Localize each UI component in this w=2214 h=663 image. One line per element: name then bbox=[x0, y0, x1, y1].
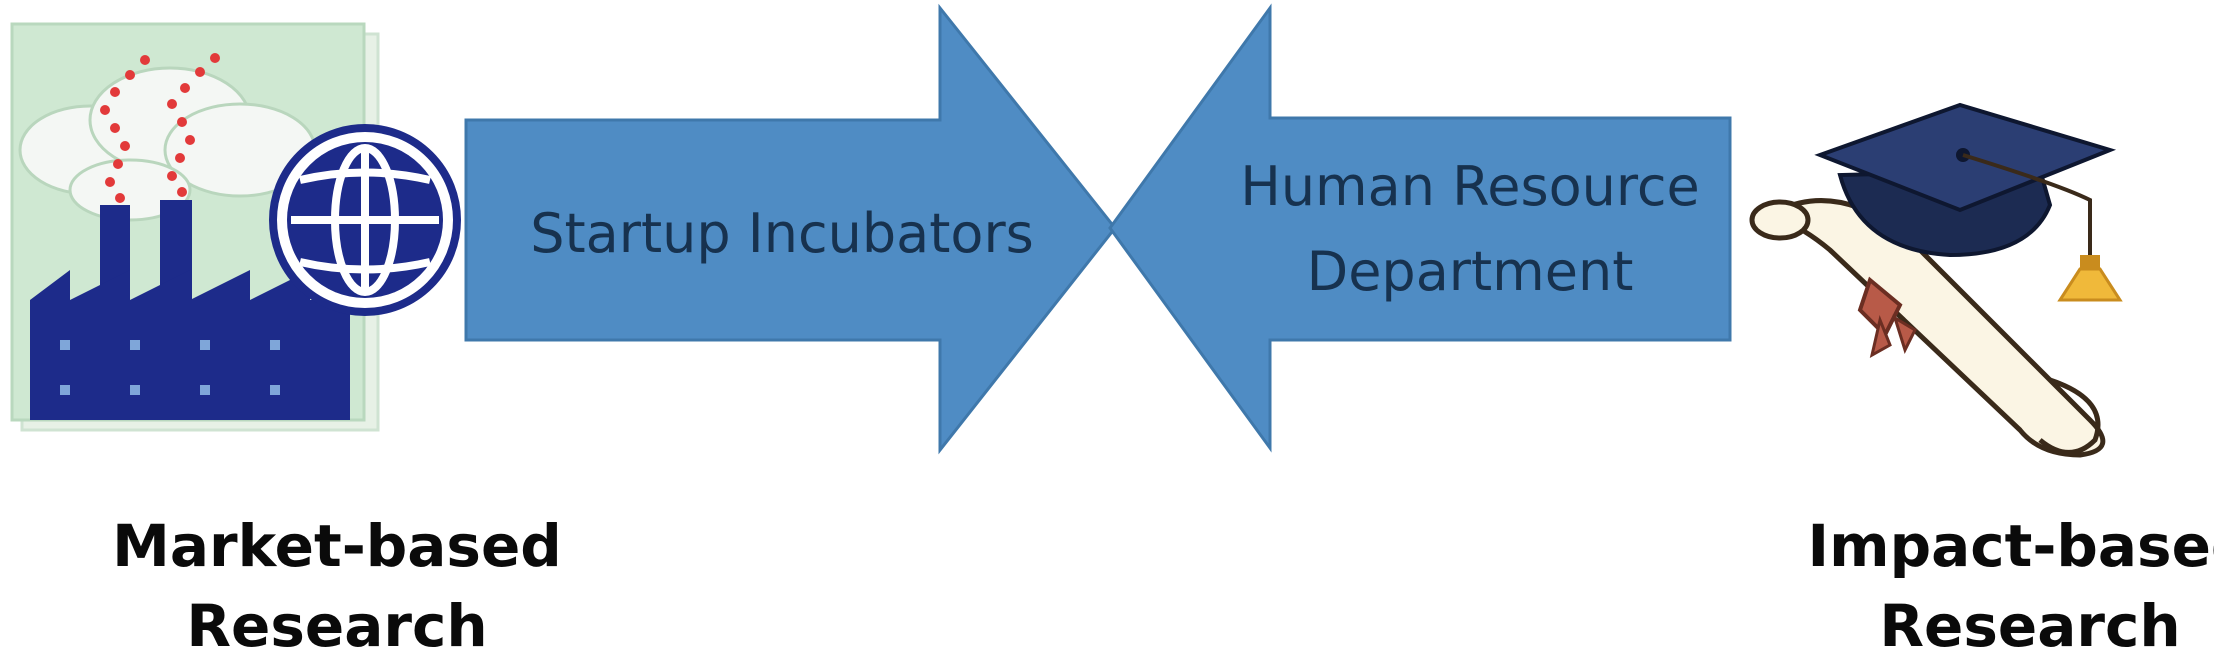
graduation-cap-diploma-icon bbox=[1749, 102, 2123, 458]
graduation-cap-icon bbox=[1814, 102, 2123, 302]
factory-globe-icon bbox=[10, 22, 461, 432]
impact-based-caption-line1: Impact-based bbox=[1808, 512, 2214, 580]
diploma-icon bbox=[1749, 198, 2106, 458]
market-based-caption-line1: Market-based bbox=[112, 512, 562, 580]
human-resource-arrow bbox=[1108, 3, 1732, 453]
startup-incubators-label: Startup Incubators bbox=[530, 202, 1034, 265]
market-based-caption-line2: Research bbox=[186, 592, 487, 660]
globe-icon bbox=[269, 124, 461, 316]
startup-incubators-arrow bbox=[464, 3, 1117, 455]
human-resource-label-line2: Department bbox=[1307, 240, 1634, 303]
tassel-icon bbox=[2057, 255, 2123, 302]
impact-based-caption-line2: Research bbox=[1879, 592, 2180, 660]
human-resource-label-line1: Human Resource bbox=[1240, 155, 1700, 218]
